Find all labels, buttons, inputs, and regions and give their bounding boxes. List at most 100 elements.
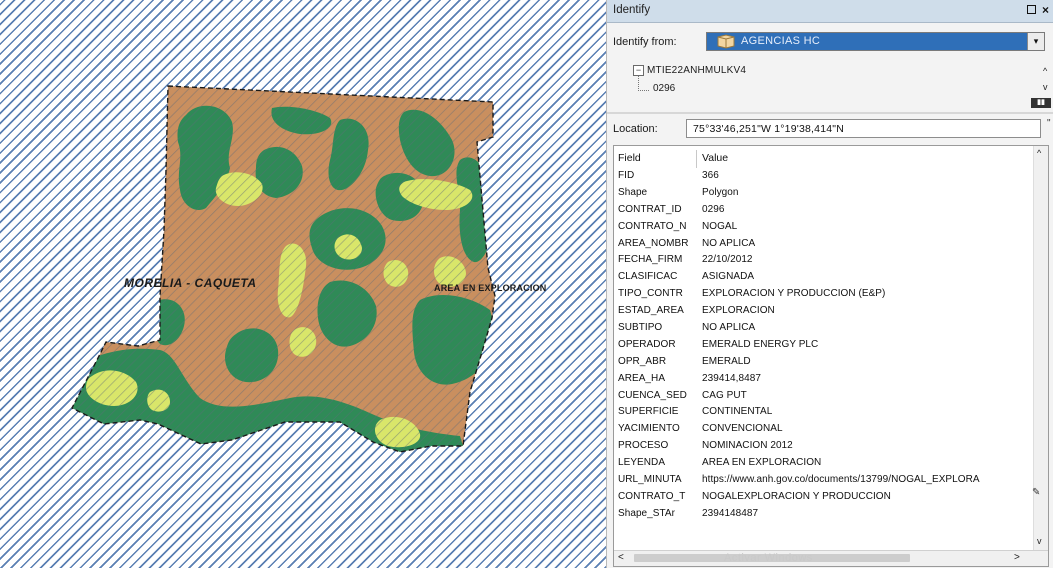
value-cell: CONTINENTAL: [702, 406, 773, 418]
table-row[interactable]: TIPO_CONTR EXPLORACION Y PRODUCCION (E&P): [614, 286, 1034, 303]
location-field[interactable]: 75°33'46,251"W 1°19'38,414"N: [686, 119, 1041, 138]
table-row[interactable]: YACIMIENTO CONVENCIONAL: [614, 421, 1034, 438]
value-cell: NOGAL: [702, 220, 738, 232]
table-row[interactable]: SUPERFICIE CONTINENTAL: [614, 404, 1034, 421]
value-cell: NO APLICA: [702, 322, 756, 334]
table-row[interactable]: LEYENDA AREA EN EXPLORACION: [614, 455, 1034, 472]
table-row[interactable]: CONTRATO_N NOGAL: [614, 219, 1034, 236]
field-cell: CLASIFICAC: [618, 271, 678, 283]
field-cell: ESTAD_AREA: [618, 305, 684, 317]
location-value: 75°33'46,251"W 1°19'38,414"N: [693, 123, 844, 135]
tree-item-feature[interactable]: 0296: [653, 83, 676, 94]
scroll-left-icon[interactable]: <: [618, 552, 624, 563]
column-separator[interactable]: [696, 150, 697, 168]
results-tree[interactable]: − MTIE22ANHMULKV4 0296 ^ v ▮▮: [607, 62, 1053, 110]
tree-item-layer[interactable]: MTIE22ANHMULKV4: [647, 65, 747, 76]
scroll-thumb[interactable]: [634, 554, 910, 562]
table-row[interactable]: SUBTIPO NO APLICA: [614, 320, 1034, 337]
field-cell: YACIMIENTO: [618, 423, 680, 435]
value-cell: 239414,8487: [702, 372, 761, 384]
table-row[interactable]: Shape_STAr 2394148487: [614, 506, 1034, 523]
value-cell: 2394148487: [702, 507, 759, 519]
identify-from-label: Identify from:: [613, 36, 677, 48]
tree-toggle-icon[interactable]: ▮▮: [1031, 98, 1051, 108]
land-cover-patches: [72, 86, 495, 452]
field-cell: TIPO_CONTR: [618, 288, 683, 300]
identify-titlebar[interactable]: Identify ×: [607, 0, 1053, 23]
tree-scroll-down-icon[interactable]: v: [1043, 82, 1048, 92]
table-header: Field Value: [614, 150, 1034, 168]
map-canvas[interactable]: [0, 0, 606, 568]
column-header-field[interactable]: Field: [618, 152, 641, 164]
map-view[interactable]: MORELIA - CAQUETA AREA EN EXPLORACION: [0, 0, 606, 568]
column-header-value[interactable]: Value: [702, 152, 729, 164]
table-row[interactable]: AREA_HA 239414,8487: [614, 371, 1034, 388]
chevron-down-icon[interactable]: ▾: [1027, 33, 1044, 50]
close-button[interactable]: ×: [1042, 3, 1050, 17]
value-cell: 0296: [702, 203, 725, 215]
location-row: Location: 75°33'46,251"W 1°19'38,414"N ": [607, 117, 1053, 141]
table-row[interactable]: PROCESO NOMINACION 2012: [614, 438, 1034, 455]
field-cell: CONTRATO_N: [618, 220, 687, 232]
table-row[interactable]: CLASIFICAC ASIGNADA: [614, 269, 1034, 286]
identify-from-dropdown[interactable]: AGENCIAS HC ▾: [706, 32, 1045, 51]
table-row[interactable]: OPR_ABR EMERALD: [614, 354, 1034, 371]
field-cell: LEYENDA: [618, 457, 666, 469]
field-cell: CONTRATO_T: [618, 490, 686, 502]
field-cell: CONTRAT_ID: [618, 203, 682, 215]
field-cell: OPR_ABR: [618, 355, 667, 367]
pencil-icon[interactable]: ✎: [1032, 487, 1041, 498]
value-cell: Polygon: [702, 186, 739, 198]
field-cell: URL_MINUTA: [618, 474, 682, 486]
value-cell: https://www.anh.gov.co/documents/13799/N…: [702, 474, 980, 486]
map-label-morelia: MORELIA - CAQUETA: [124, 276, 257, 290]
table-row[interactable]: CONTRAT_ID 0296: [614, 202, 1034, 219]
field-cell: Shape_STAr: [618, 507, 676, 519]
vertical-scrollbar[interactable]: ^ v: [1033, 146, 1048, 551]
map-label-area: AREA EN EXPLORACION: [434, 283, 547, 293]
table-row[interactable]: AREA_NOMBR NO APLICA: [614, 236, 1034, 253]
location-label: Location:: [613, 123, 658, 135]
scroll-right-icon[interactable]: >: [1014, 552, 1020, 563]
scroll-up-icon[interactable]: ^: [1037, 148, 1042, 158]
activation-watermark: Activar Windows: [724, 552, 813, 564]
value-cell: NO APLICA: [702, 237, 756, 249]
value-cell: 22/10/2012: [702, 254, 753, 266]
field-cell: PROCESO: [618, 440, 669, 452]
identify-title: Identify: [613, 4, 651, 16]
location-copy-mark: ": [1047, 118, 1051, 129]
contract-polygon[interactable]: [40, 80, 520, 480]
field-cell: AREA_NOMBR: [618, 237, 689, 249]
field-cell: FID: [618, 170, 635, 181]
tree-expander-icon[interactable]: −: [633, 65, 644, 76]
identify-from-value: AGENCIAS HC: [741, 35, 821, 47]
value-cell: NOMINACION 2012: [702, 440, 793, 452]
tree-scroll-up-icon[interactable]: ^: [1043, 66, 1048, 76]
field-cell: SUBTIPO: [618, 322, 663, 334]
scroll-down-icon[interactable]: v: [1037, 536, 1042, 546]
horizontal-scrollbar[interactable]: < Activar Windows >: [614, 550, 1048, 566]
value-cell: EMERALD ENERGY PLC: [702, 338, 819, 350]
value-cell: AREA EN EXPLORACION: [702, 457, 822, 469]
identify-panel: Identify × Identify from: AGENCIAS HC ▾ …: [606, 0, 1053, 568]
value-cell: EMERALD: [702, 355, 751, 367]
table-row[interactable]: URL_MINUTA https://www.anh.gov.co/documen…: [614, 472, 1034, 489]
field-cell: AREA_HA: [618, 372, 666, 384]
identify-from-row: Identify from: AGENCIAS HC ▾: [607, 28, 1053, 58]
value-cell: EXPLORACION Y PRODUCCION (E&P): [702, 288, 886, 300]
field-cell: SUPERFICIE: [618, 406, 679, 418]
table-row[interactable]: FID 366: [614, 168, 1034, 185]
value-cell: 366: [702, 170, 719, 181]
restore-icon[interactable]: [1027, 5, 1036, 14]
value-cell: CONVENCIONAL: [702, 423, 783, 435]
value-cell: ASIGNADA: [702, 271, 755, 283]
panel-splitter[interactable]: [607, 112, 1053, 114]
layer-icon: [717, 34, 735, 49]
